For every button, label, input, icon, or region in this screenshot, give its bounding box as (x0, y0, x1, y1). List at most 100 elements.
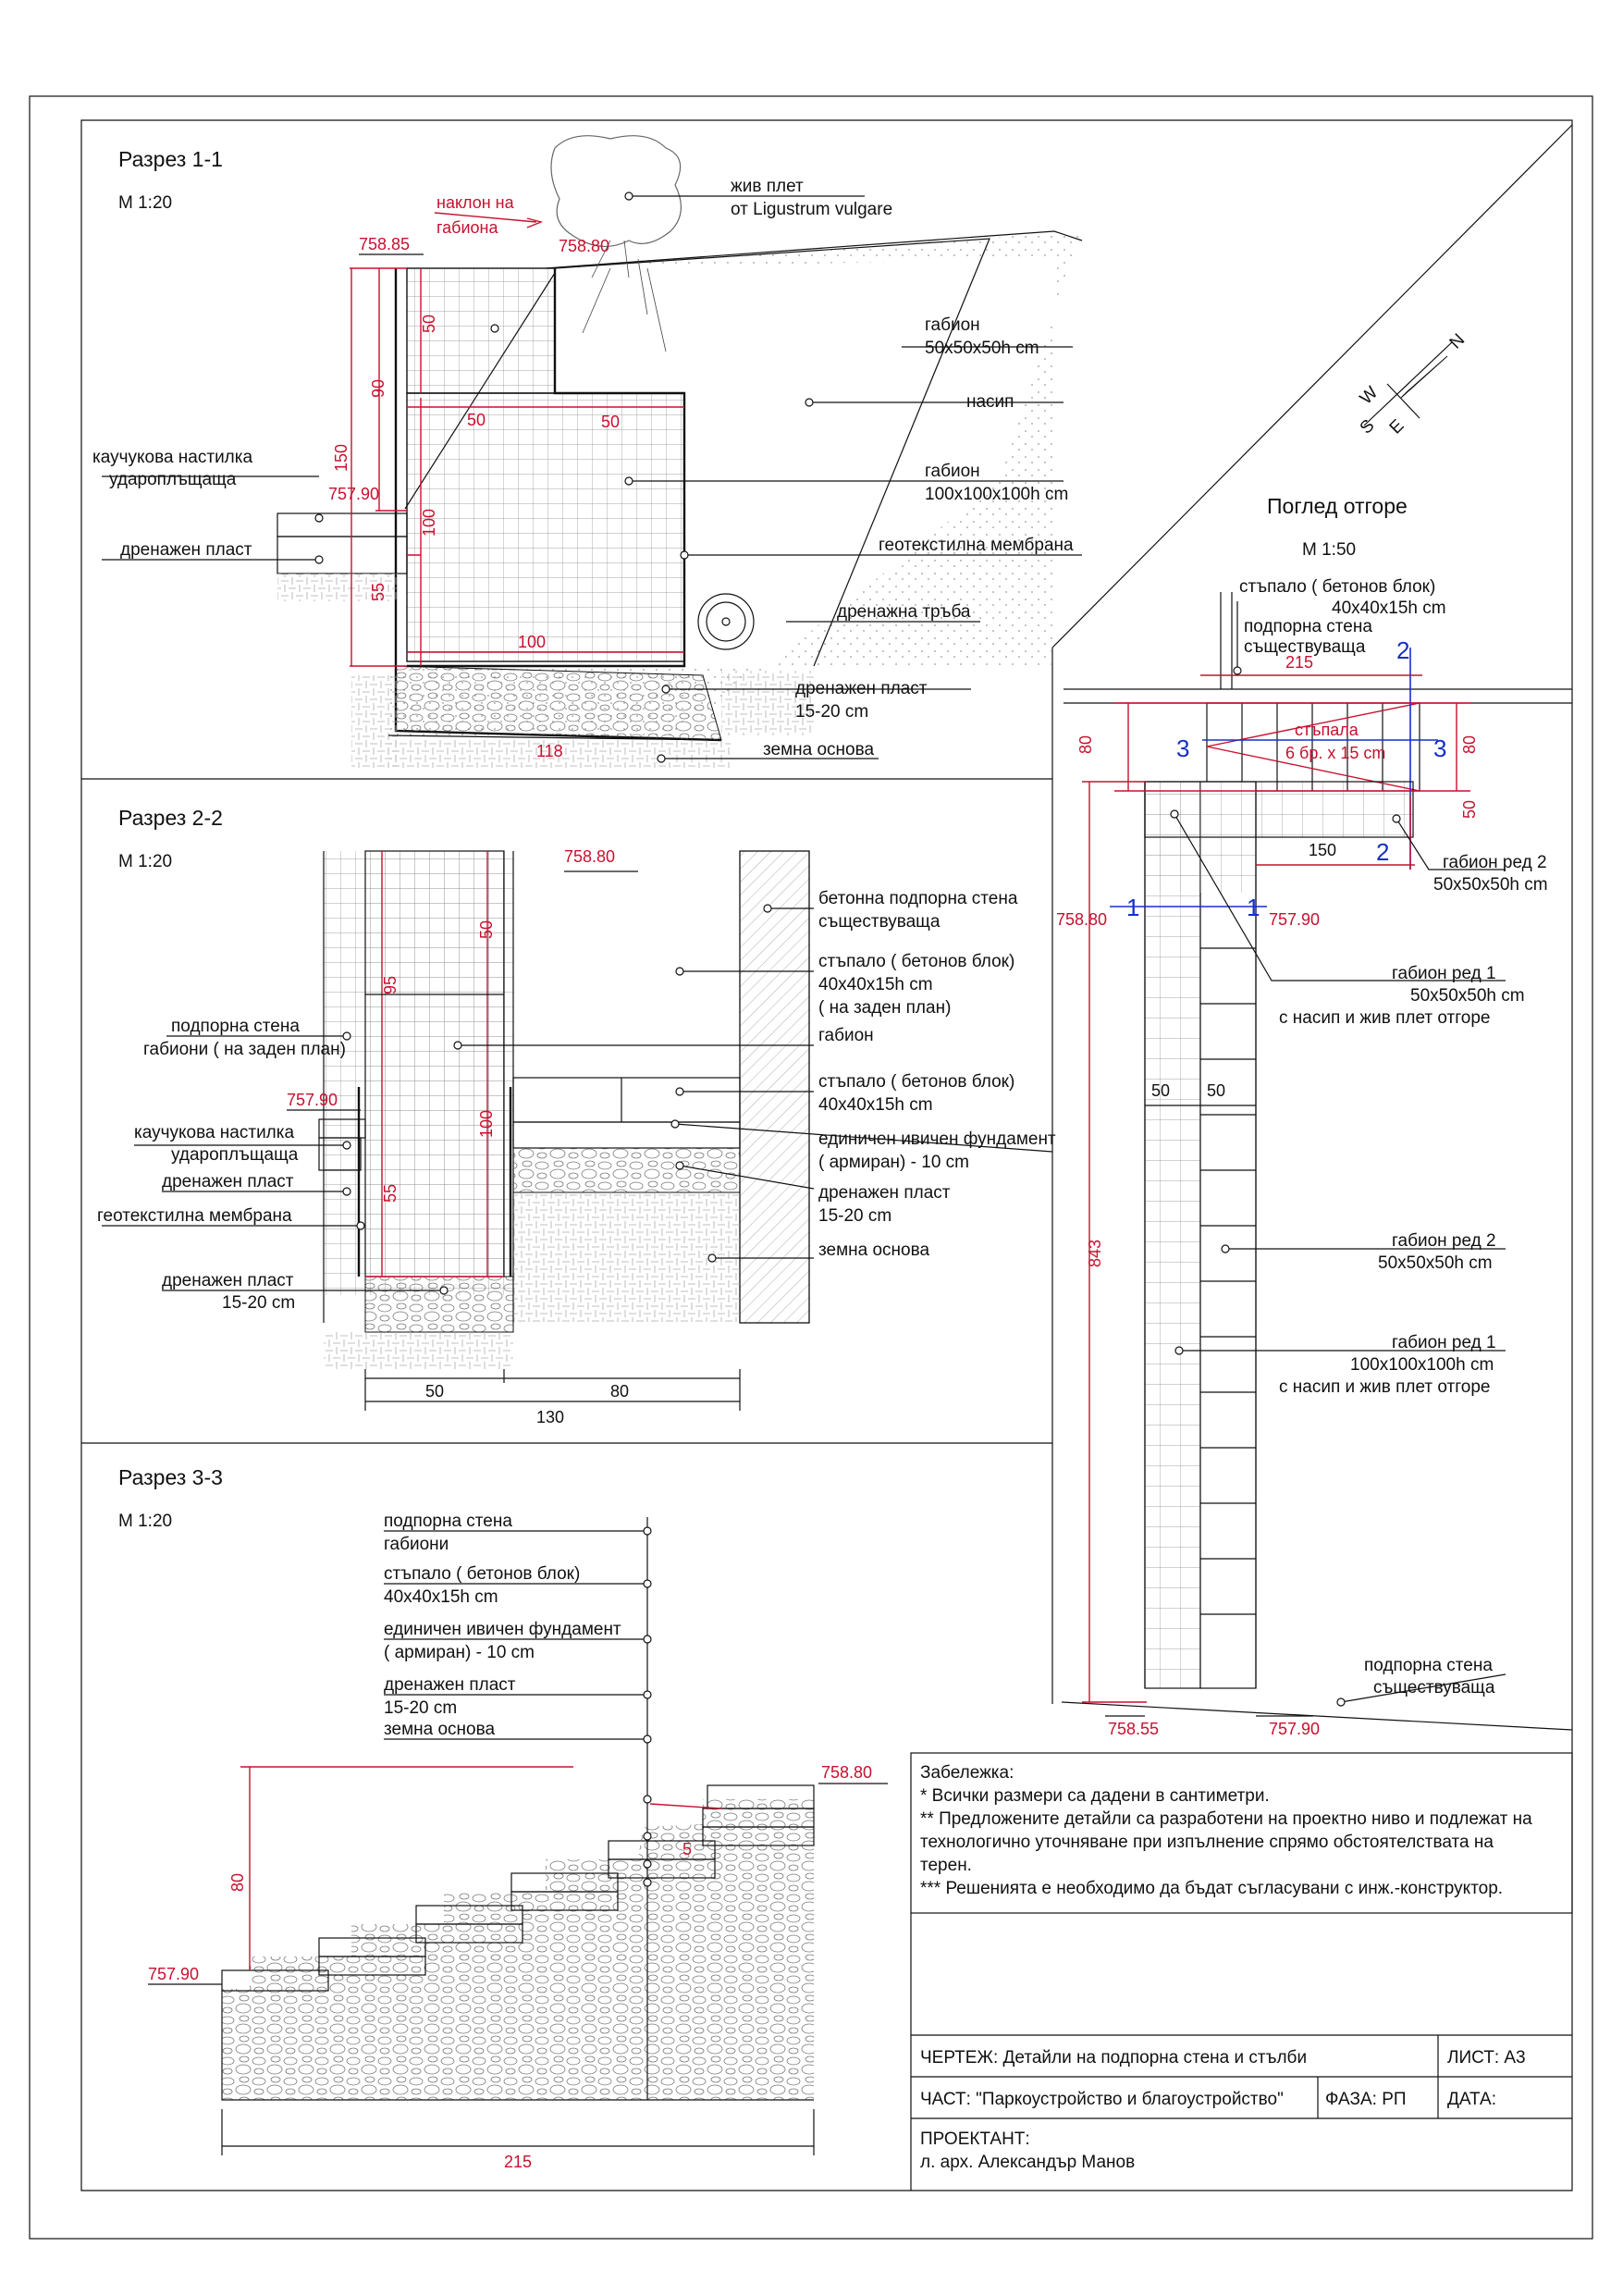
title-block: ЧЕРТЕЖ: Детайли на подпорна стена и стъл… (910, 1913, 1572, 2191)
tb-designer: ПРОЕКТАНТ: (920, 2129, 1030, 2149)
s3-l2-2: 40х40х15h cm (384, 1587, 498, 1607)
s1-dim-90: 90 (369, 379, 387, 398)
top-steps-2: 6 бр. х 15 cm (1285, 744, 1385, 762)
s1-dim-118: 118 (536, 742, 563, 760)
top-g1b-2: 100х100х100h cm (1350, 1355, 1494, 1375)
tb-sheet: ЛИСТ: А3 (1447, 2048, 1526, 2068)
s2-soil: земна основа (818, 1241, 929, 1260)
s3-steps (221, 1784, 815, 1992)
top-g2a-2: 50х50х50h cm (1433, 875, 1548, 895)
top-view: Поглед отгоре М 1:50 N W S E (1056, 330, 1573, 1738)
notes-line-3: технологично уточняване при изпълнение с… (920, 1833, 1494, 1852)
top-dim-50a: 50 (1151, 1081, 1170, 1100)
cut-3-left: 3 (1176, 734, 1189, 762)
top-dim-150: 150 (1309, 841, 1336, 859)
s2-step2-1: стъпало ( бетонов блок) (818, 1072, 1014, 1092)
drain-pipe (697, 593, 755, 650)
s1-gab2-1: габион (925, 462, 980, 481)
inner-frame (80, 119, 1573, 2191)
s2-drainL1: дренажен пласт (162, 1172, 294, 1191)
s2-gabion (364, 850, 505, 1278)
s2-dim-95: 95 (381, 976, 400, 994)
s1-fill: насип (966, 392, 1014, 412)
s1-title: Разрез 1-1 (118, 147, 223, 171)
cut-3-right: 3 (1433, 734, 1446, 762)
s2-geo: геотекстилна мембрана (97, 1206, 292, 1226)
s1-slope-2: габиона (436, 218, 498, 237)
top-step-1: стъпало ( бетонов блок) (1239, 577, 1435, 597)
cut-2-bottom: 2 (1376, 838, 1389, 866)
top-dim-50b: 50 (1207, 1081, 1225, 1100)
s1-rubber-2: удароплъщаща (109, 470, 237, 489)
s2-title: Разрез 2-2 (118, 806, 223, 830)
s2-step2-2: 40х40х15h cm (818, 1095, 933, 1115)
section-3-3: Разрез 3-3 М 1:20 758.80 (118, 1465, 888, 2171)
s3-l5: земна основа (384, 1720, 495, 1739)
s3-level-75880: 758.80 (821, 1763, 872, 1782)
top-g1a-3: с насип и жив плет отгоре (1279, 1008, 1490, 1028)
s1-dim-100v: 100 (420, 509, 438, 537)
panel-dividers (81, 648, 1053, 1704)
notes-line-1: * Всички размери са дадени в сантиметри. (920, 1786, 1270, 1806)
s1-soil: земна основа (763, 740, 874, 759)
s1-drain-1: дренажен пласт (795, 679, 928, 698)
cut-1-right: 1 (1247, 894, 1260, 921)
top-g2a-1: габион ред 2 (1443, 853, 1547, 872)
top-g2b-1: габион ред 2 (1392, 1231, 1496, 1251)
s2-step1-1: стъпало ( бетонов блок) (818, 952, 1014, 971)
s3-title: Разрез 3-3 (118, 1465, 223, 1489)
s1-geo: геотекстилна мембрана (879, 536, 1074, 555)
s2-level-75880: 758.80 (564, 847, 615, 866)
top-dim-80a: 80 (1076, 735, 1095, 754)
diagonal-divider (1051, 124, 1573, 648)
top-dim-50: 50 (1460, 800, 1479, 819)
s1-dim-150: 150 (332, 444, 350, 472)
top-wallB-1: подпорна стена (1364, 1656, 1493, 1675)
s1-level-75880: 758.80 (559, 237, 609, 255)
s2-found-2: ( армиран) - 10 cm (818, 1153, 969, 1172)
s3-l4-1: дренажен пласт (384, 1675, 516, 1695)
s1-pipe: дренажна тръба (837, 602, 971, 622)
s2-step1-2: 40х40х15h cm (818, 975, 933, 994)
s2-dim-100: 100 (477, 1110, 496, 1138)
geotextile-line (407, 268, 686, 668)
s3-dim-215: 215 (504, 2153, 532, 2171)
notes-line-4: терен. (920, 1856, 972, 1875)
s2-wall-2: съществуваща (818, 912, 941, 932)
s3-level-75790: 757.90 (148, 1965, 199, 1983)
top-g1a-2: 50х50х50h cm (1410, 986, 1525, 1006)
top-g1a-1: габион ред 1 (1392, 964, 1496, 983)
s2-scale: М 1:20 (118, 852, 172, 871)
cut-2-top: 2 (1396, 636, 1409, 664)
rubber-pavement (277, 512, 408, 537)
s2-gab: габион (818, 1026, 874, 1045)
s3-l4-2: 15-20 cm (384, 1698, 457, 1718)
notes-line-5: *** Решенията е необходимо да бъдат съгл… (920, 1879, 1503, 1898)
s2-dim-130: 130 (536, 1408, 564, 1426)
outer-frame (29, 95, 1593, 2240)
s1-gab1-2: 50х50х50h cm (925, 339, 1039, 358)
top-dim-215: 215 (1285, 653, 1313, 672)
top-dim-80b: 80 (1460, 735, 1479, 754)
s3-l1-2: габиони (384, 1535, 449, 1554)
s2-found-1: единичен ивичен фундамент (818, 1129, 1056, 1149)
s2-drainR-1: дренажен пласт (818, 1183, 951, 1203)
s1-drainL: дренажен пласт (120, 540, 252, 560)
tb-part: ЧАСТ: "Паркоустройство и благоустройство… (920, 2090, 1284, 2109)
s2-retain-1: подпорна стена (171, 1017, 300, 1036)
top-scale: М 1:50 (1302, 540, 1356, 560)
s3-dim-80: 80 (228, 1873, 247, 1892)
s2-dim-50v: 50 (477, 920, 496, 939)
s2-rubber-2: удароплъщаща (171, 1145, 299, 1165)
top-level-75790: 757.90 (1269, 910, 1320, 929)
section-2-2: Разрез 2-2 М 1:20 758.80 757.90 50 95 1 (97, 806, 1056, 1426)
tb-name: л. арх. Александър Манов (920, 2153, 1135, 2172)
gabion-100 (406, 392, 685, 662)
top-steps-1: стъпала (1295, 721, 1359, 739)
s2-dim-55: 55 (381, 1184, 400, 1203)
s1-drain-2: 15-20 cm (795, 702, 868, 722)
s1-level-75790: 757.90 (328, 485, 379, 503)
notes-title: Забележка: (920, 1763, 1014, 1783)
top-wallB-2: съществуваща (1373, 1678, 1495, 1697)
s2-dim-80: 80 (610, 1382, 629, 1401)
